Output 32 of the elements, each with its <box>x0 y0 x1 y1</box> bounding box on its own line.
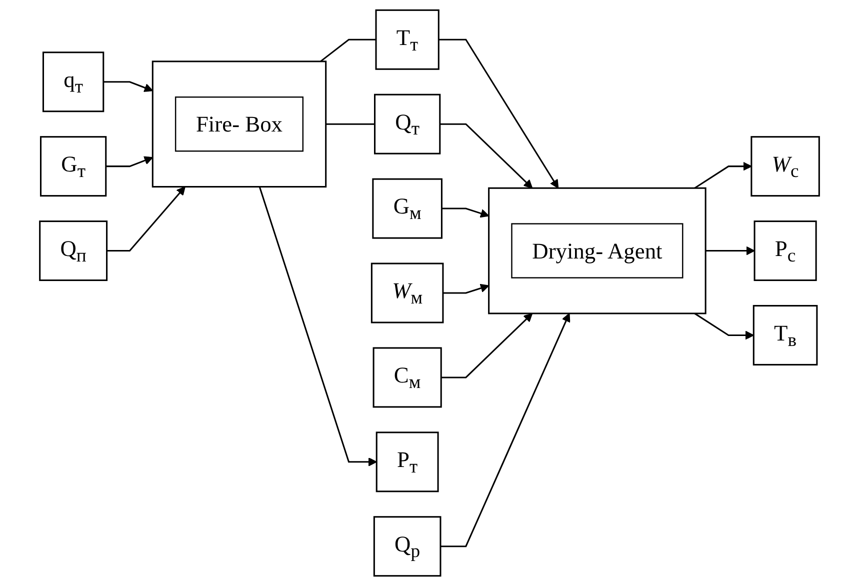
arrow <box>103 81 154 92</box>
arrow <box>694 312 754 340</box>
node-box: Q$_{т}$ <box>374 94 441 154</box>
node-box: P$_{т}$ <box>376 432 439 492</box>
arrow <box>438 38 559 188</box>
node-box: W$_{с}$ <box>750 136 820 197</box>
connector <box>326 123 375 125</box>
arrow <box>706 246 755 256</box>
arrow <box>258 186 378 466</box>
node-box: W$_{м}$ <box>370 262 444 324</box>
connector <box>320 38 376 62</box>
cluster <box>152 60 327 188</box>
node-box: Fire- Box <box>174 96 304 152</box>
node-box: T$_{в}$ <box>752 304 818 366</box>
arrow <box>106 186 186 252</box>
arrow <box>442 208 490 218</box>
arrow <box>440 313 570 548</box>
arrow <box>442 284 490 294</box>
node-box: G$_{м}$ <box>372 178 442 239</box>
arrow <box>694 162 752 189</box>
node-box: Q$_{р}$ <box>373 516 442 577</box>
arrow <box>106 156 154 168</box>
node-box: G$_{т}$ <box>40 136 107 197</box>
node-box: q$_{т}$ <box>42 52 104 112</box>
node-box: Q$_{п}$ <box>39 220 108 282</box>
arrow <box>441 313 533 378</box>
arrow <box>440 123 533 188</box>
node-box: C$_{м}$ <box>372 347 442 408</box>
cluster <box>488 187 706 314</box>
node-box: P$_{с}$ <box>754 220 817 282</box>
node-box: T$_{т}$ <box>375 9 440 70</box>
node-box: Drying- Agent <box>511 223 684 278</box>
